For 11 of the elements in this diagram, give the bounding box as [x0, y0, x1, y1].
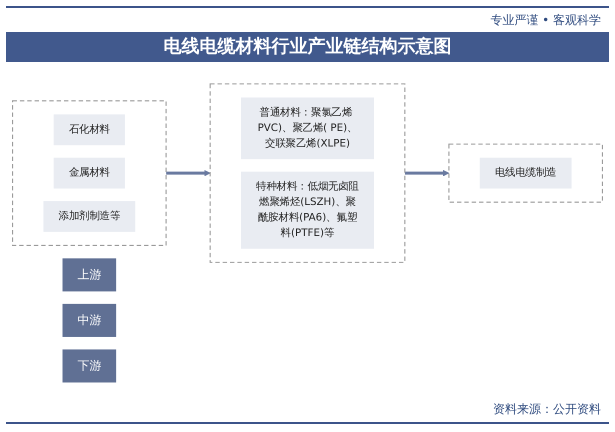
- arrow: [166, 170, 210, 176]
- cluster: [448, 144, 603, 203]
- slogan-text: 专业严谨 • 客观科学: [490, 12, 601, 29]
- cluster: [12, 100, 167, 246]
- cluster: [210, 83, 406, 263]
- node-box: 中游: [62, 304, 116, 337]
- node-box: 下游: [62, 349, 116, 382]
- arrow: [404, 170, 450, 176]
- node-box: 上游: [62, 258, 116, 292]
- source-note: 资料来源：公开资料: [493, 401, 601, 418]
- title-banner: 电线电缆材料行业产业链结构示意图: [6, 32, 609, 62]
